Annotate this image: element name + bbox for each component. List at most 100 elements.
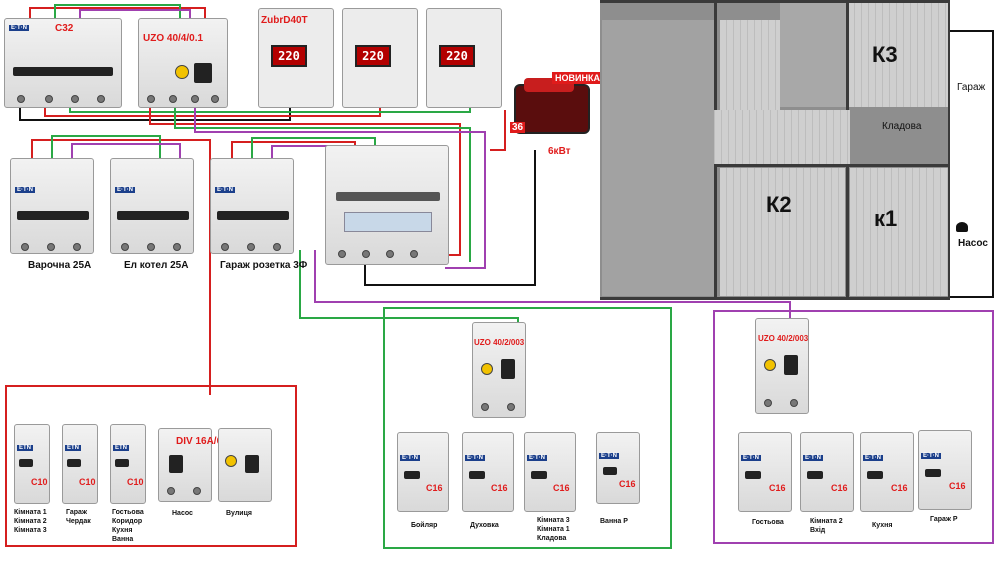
rcbo-label: DIV 16A/003: [176, 436, 234, 447]
breaker-lever: [115, 459, 129, 467]
breaker-rating: C16: [949, 481, 966, 491]
group-red: [5, 385, 297, 547]
breaker-green-4: E·T·N C16: [596, 432, 640, 504]
terminal: [362, 250, 370, 258]
test-button: [481, 363, 493, 375]
switch-lever: [336, 192, 440, 201]
breaker-rating: C10: [79, 477, 96, 487]
caption-line: Коридор: [112, 518, 143, 525]
rcbo-caption-street: Вулиця: [226, 510, 252, 517]
breaker-rating: C16: [491, 483, 508, 493]
room-k2: [720, 168, 845, 296]
breaker-rating: C16: [426, 483, 443, 493]
terminal: [764, 399, 772, 407]
generator-tag: 36: [510, 122, 526, 133]
eaton-logo: E·T·N: [741, 455, 761, 461]
breaker-green-1: E·T·N C16: [397, 432, 449, 512]
rcd-green: [472, 322, 526, 418]
rcd-green-label: UZO 40/2/003: [474, 338, 525, 347]
terminal: [97, 95, 105, 103]
eaton-logo: E·T·N: [215, 187, 235, 193]
rcd-lever: [194, 63, 212, 83]
caption-line: Кімната 1: [537, 526, 570, 533]
terminal: [211, 95, 219, 103]
rcd-purple: [755, 318, 809, 414]
main-breaker-c32: E·T·N C32: [4, 18, 122, 108]
terminal: [21, 243, 29, 251]
breaker-caption: Гостьова Коридор Кухня Ванна: [112, 508, 144, 544]
relay-title: ZubrD40T: [261, 15, 308, 26]
group-purple: [713, 310, 994, 544]
caption-line: Чердак: [66, 518, 91, 525]
caption-line: Кухня: [112, 527, 133, 534]
breaker-rating: C16: [769, 483, 786, 493]
pump-icon: [956, 222, 968, 232]
eaton-logo: E·T·N: [527, 455, 547, 461]
terminal: [191, 95, 199, 103]
caption-line: Гараж: [66, 509, 87, 516]
eaton-logo: E·T·N: [115, 187, 135, 193]
caption-line: Гостьова: [112, 509, 144, 516]
wall: [714, 164, 950, 167]
breaker-lever: [169, 455, 183, 473]
generator: НОВИНКА 36: [508, 72, 603, 142]
eaton-logo: E·T·N: [465, 455, 485, 461]
breaker-rating: C16: [619, 479, 636, 489]
caption-line: Ванна: [112, 536, 134, 543]
terminal: [386, 250, 394, 258]
terminal: [47, 243, 55, 251]
rcbo-red-2: [218, 428, 272, 502]
room-k3: [848, 2, 948, 107]
breaker-3p-cooktop: E·T·N: [10, 158, 94, 254]
breaker-lever: [13, 67, 113, 76]
terminal: [147, 95, 155, 103]
terminal: [71, 95, 79, 103]
wall: [714, 0, 717, 110]
group-label-garage: Гараж розетка 3Ф: [220, 260, 308, 271]
room-living: [602, 20, 714, 296]
rcd-lever: [501, 359, 515, 379]
breaker-lever: [745, 471, 761, 479]
breaker-lever: [217, 211, 289, 220]
wall: [714, 164, 717, 300]
rcd-main: UZO 40/4/0.1: [138, 18, 228, 108]
terminal: [193, 487, 201, 495]
breaker-lever: [245, 455, 259, 473]
generator-power-label: 6кВт: [548, 146, 571, 157]
room-label-k1: к1: [874, 206, 898, 231]
voltage-relay-2: 220: [342, 8, 418, 108]
group-green: [383, 307, 672, 549]
room-label-k2: К2: [766, 192, 792, 217]
room-bath: [780, 2, 846, 107]
breaker-green-2: E·T·N C16: [462, 432, 514, 512]
test-button: [225, 455, 237, 467]
caption-line: Кімната 2: [810, 518, 843, 525]
breaker-3p-boiler: E·T·N: [110, 158, 194, 254]
breaker-lever: [17, 211, 89, 220]
rcbo-red: [158, 428, 212, 502]
terminal: [410, 250, 418, 258]
breaker-green-3: E·T·N C16: [524, 432, 576, 512]
changeover-switch: [325, 145, 449, 265]
eaton-logo: E·T·N: [15, 187, 35, 193]
breaker-rating: C16: [891, 483, 908, 493]
terminal: [169, 95, 177, 103]
relay-display: 220: [271, 45, 307, 67]
breaker-caption: Ванна Р: [600, 518, 628, 525]
caption-line: Кімната 2: [14, 518, 47, 525]
terminal: [45, 95, 53, 103]
garage-outline: [950, 30, 994, 298]
eaton-logo: E·T·N: [599, 453, 619, 459]
breaker-lever: [117, 211, 189, 220]
wire-red-gen: [490, 110, 506, 151]
breaker-red-3: ETN C10: [110, 424, 146, 504]
terminal: [73, 243, 81, 251]
eaton-logo: ETN: [17, 445, 33, 451]
terminal: [173, 243, 181, 251]
breaker-caption: Духовка: [470, 522, 499, 529]
wire-green-g1: [51, 135, 161, 160]
breaker-lever: [807, 471, 823, 479]
caption-line: Кімната 1: [14, 509, 47, 516]
terminal: [167, 487, 175, 495]
breaker-caption: Гараж Чердак: [66, 508, 91, 526]
